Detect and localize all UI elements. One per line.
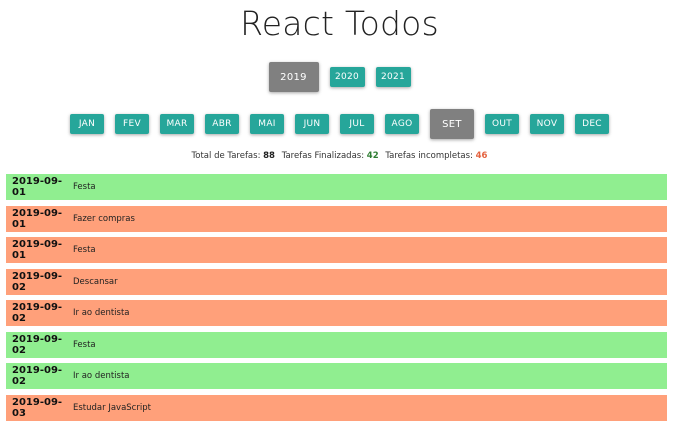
todo-date: 2019-09-02 (12, 270, 63, 293)
done-label: Tarefas Finalizadas: (281, 151, 365, 161)
month-button-mar[interactable]: MAR (160, 114, 194, 134)
todo-description: Descansar (73, 276, 118, 287)
todo-date: 2019-09-01 (12, 239, 63, 261)
year-button-2020[interactable]: 2020 (329, 67, 365, 87)
todo-item[interactable]: 2019-09-01 Festa (6, 174, 667, 200)
month-button-dec[interactable]: DEC (575, 114, 609, 134)
todo-item[interactable]: 2019-09-02 Descansar (6, 268, 667, 295)
done-count: 42 (366, 151, 379, 161)
todo-item[interactable]: 2019-09-02 Festa (6, 331, 667, 358)
todo-description: Fazer compras (73, 213, 135, 224)
pending-label: Tarefas incompletas: (385, 151, 473, 161)
month-button-mai[interactable]: MAI (250, 114, 284, 134)
task-summary: Total de Tarefas: 88 Tarefas Finalizadas… (0, 151, 679, 161)
todo-description: Ir ao dentista (73, 308, 130, 318)
month-button-ago[interactable]: AGO (385, 114, 419, 134)
year-button-2021[interactable]: 2021 (375, 67, 411, 87)
month-button-abr[interactable]: ABR (205, 114, 239, 134)
year-button-2019[interactable]: 2019 (268, 62, 319, 92)
todo-description: Festa (73, 182, 96, 192)
todo-item[interactable]: 2019-09-02 Ir ao dentista (6, 300, 667, 326)
month-button-jun[interactable]: JUN (295, 114, 329, 134)
month-button-jan[interactable]: JAN (70, 114, 104, 134)
todo-description: Ir ao dentista (73, 371, 130, 381)
todo-item[interactable]: 2019-09-01 Fazer compras (6, 205, 667, 232)
month-button-nov[interactable]: NOV (530, 114, 564, 134)
todo-date: 2019-09-01 (12, 207, 63, 230)
month-button-set[interactable]: SET (430, 109, 474, 139)
todo-date: 2019-09-02 (12, 302, 63, 324)
todo-list: 2019-09-01 Festa 2019-09-01 Fazer compra… (6, 174, 667, 426)
todo-date: 2019-09-02 (12, 365, 63, 387)
month-button-fev[interactable]: FEV (115, 114, 149, 134)
todo-item[interactable]: 2019-09-02 Ir ao dentista (6, 363, 667, 389)
todo-date: 2019-09-03 (12, 396, 63, 419)
todo-description: Festa (73, 245, 96, 255)
pending-count: 46 (475, 151, 488, 161)
page-title: React Todos (240, 4, 439, 43)
month-button-jul[interactable]: JUL (340, 114, 374, 134)
month-selector: JAN FEV MAR ABR MAI JUN JUL AGO SET OUT … (0, 109, 679, 139)
todo-date: 2019-09-02 (12, 333, 63, 356)
year-selector: 2019 2020 2021 (0, 62, 679, 92)
todo-item[interactable]: 2019-09-03 Estudar JavaScript (6, 394, 667, 421)
todo-item[interactable]: 2019-09-01 Festa (6, 237, 667, 263)
todo-description: Festa (73, 339, 96, 350)
todo-date: 2019-09-01 (12, 176, 63, 198)
total-label: Total de Tarefas: (191, 151, 261, 161)
todo-description: Estudar JavaScript (73, 402, 151, 413)
total-count: 88 (263, 151, 275, 161)
month-button-out[interactable]: OUT (485, 114, 519, 134)
